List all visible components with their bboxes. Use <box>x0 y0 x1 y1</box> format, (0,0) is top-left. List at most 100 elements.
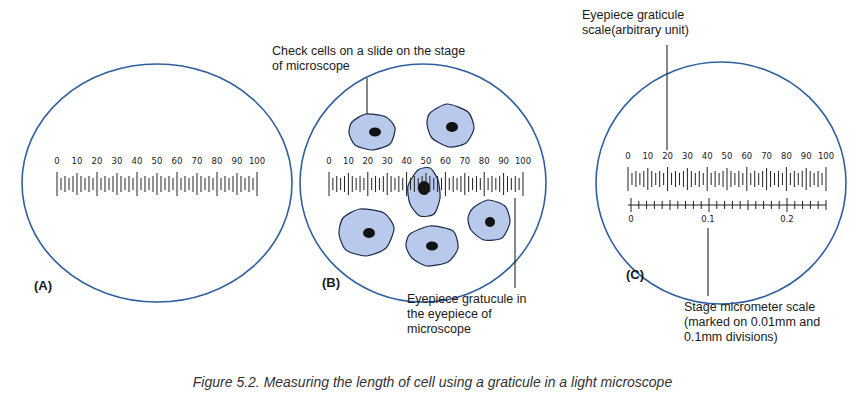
scale-tick <box>101 178 102 190</box>
scale-number: 90 <box>232 156 243 166</box>
scale-tick <box>786 167 787 191</box>
scale-tick <box>406 172 407 196</box>
scale-tick <box>675 171 676 187</box>
scale-tick <box>181 178 182 190</box>
micrometer-tick <box>724 201 725 209</box>
scale-number: 40 <box>132 156 143 166</box>
scale-tick <box>806 168 807 190</box>
scale-tick <box>495 178 496 190</box>
scale-number: 30 <box>382 156 393 166</box>
micrometer-tick <box>779 201 780 209</box>
callout-label: Eyepiece gratucule in the eyepiece of mi… <box>407 292 532 336</box>
scale-tick <box>125 178 126 190</box>
scale-tick <box>121 176 122 192</box>
cell-membrane <box>427 104 474 147</box>
scale-tick <box>711 173 712 185</box>
scale-number: 60 <box>741 151 752 161</box>
cheek-cell <box>339 209 394 256</box>
scale-tick <box>332 178 333 190</box>
scale-tick <box>193 176 194 192</box>
cheek-cell <box>349 114 395 150</box>
scale-tick <box>113 176 114 192</box>
cell-membrane <box>408 168 440 217</box>
cell-membrane <box>406 226 458 266</box>
scale-tick <box>422 176 423 192</box>
scale-tick <box>241 176 242 192</box>
scale-number: 80 <box>479 156 490 166</box>
scale-tick <box>189 178 190 190</box>
micrometer-tick <box>818 201 819 209</box>
scale-tick <box>141 178 142 190</box>
nucleus <box>418 181 430 195</box>
scale-number: 90 <box>498 156 509 166</box>
panel-label: (B) <box>322 275 340 290</box>
scale-number: 30 <box>682 151 693 161</box>
field-of-view <box>300 64 546 302</box>
figure-caption: Figure 5.2. Measuring the length of cell… <box>0 374 865 390</box>
scale-tick <box>109 178 110 190</box>
micrometer-number: 0 <box>628 214 633 224</box>
scale-number: 70 <box>761 151 772 161</box>
micrometer-tick <box>802 201 803 209</box>
scale-number: 60 <box>440 156 451 166</box>
scale-number: 50 <box>722 151 733 161</box>
scale-tick <box>507 176 508 192</box>
scale-tick <box>802 171 803 187</box>
scale-number: 20 <box>662 151 673 161</box>
scale-tick <box>457 178 458 190</box>
micrometer-tick <box>693 201 694 209</box>
scale-tick <box>89 176 90 192</box>
micrometer-tick <box>787 198 788 212</box>
scale-tick <box>826 167 827 191</box>
micrometer-tick <box>755 201 756 209</box>
scale-tick <box>750 173 751 185</box>
scale-tick <box>499 176 500 192</box>
field-of-view <box>22 64 292 302</box>
scale-tick <box>798 173 799 185</box>
scale-tick <box>762 171 763 187</box>
scale-tick <box>391 176 392 192</box>
scale-tick <box>628 167 629 191</box>
scale-tick <box>177 172 178 196</box>
micrometer-tick <box>794 201 795 209</box>
scale-tick <box>468 176 469 192</box>
scale-tick <box>778 171 779 187</box>
scale-tick <box>161 176 162 192</box>
scale-number: 30 <box>112 156 123 166</box>
scale-tick <box>472 178 473 190</box>
graticule-scale <box>628 167 826 191</box>
micrometer-tick <box>826 200 827 210</box>
scale-tick <box>169 176 170 192</box>
scale-tick <box>93 178 94 190</box>
cheek-cell <box>408 168 440 217</box>
scale-number: 90 <box>801 151 812 161</box>
scale-tick <box>73 176 74 192</box>
scale-tick <box>639 173 640 185</box>
scale-number: 100 <box>515 156 531 166</box>
scale-tick <box>429 176 430 192</box>
scale-tick <box>153 176 154 192</box>
scale-tick <box>691 171 692 187</box>
panel-label: (C) <box>626 267 644 282</box>
scale-tick <box>233 176 234 192</box>
scale-tick <box>647 168 648 190</box>
scale-tick <box>360 176 361 192</box>
scale-tick <box>663 173 664 185</box>
scale-tick <box>371 178 372 190</box>
scale-tick <box>766 168 767 190</box>
scale-tick <box>145 176 146 192</box>
scale-number: 10 <box>343 156 354 166</box>
scale-tick <box>157 173 158 195</box>
scale-tick <box>65 176 66 192</box>
scale-tick <box>687 168 688 190</box>
scale-tick <box>723 171 724 187</box>
scale-tick <box>356 178 357 190</box>
scale-tick <box>340 178 341 190</box>
scale-number: 100 <box>249 156 265 166</box>
scale-number: 10 <box>642 151 653 161</box>
micrometer-tick <box>638 201 639 209</box>
scale-tick <box>635 171 636 187</box>
scale-tick <box>794 171 795 187</box>
scale-number: 40 <box>401 156 412 166</box>
scale-tick <box>715 171 716 187</box>
